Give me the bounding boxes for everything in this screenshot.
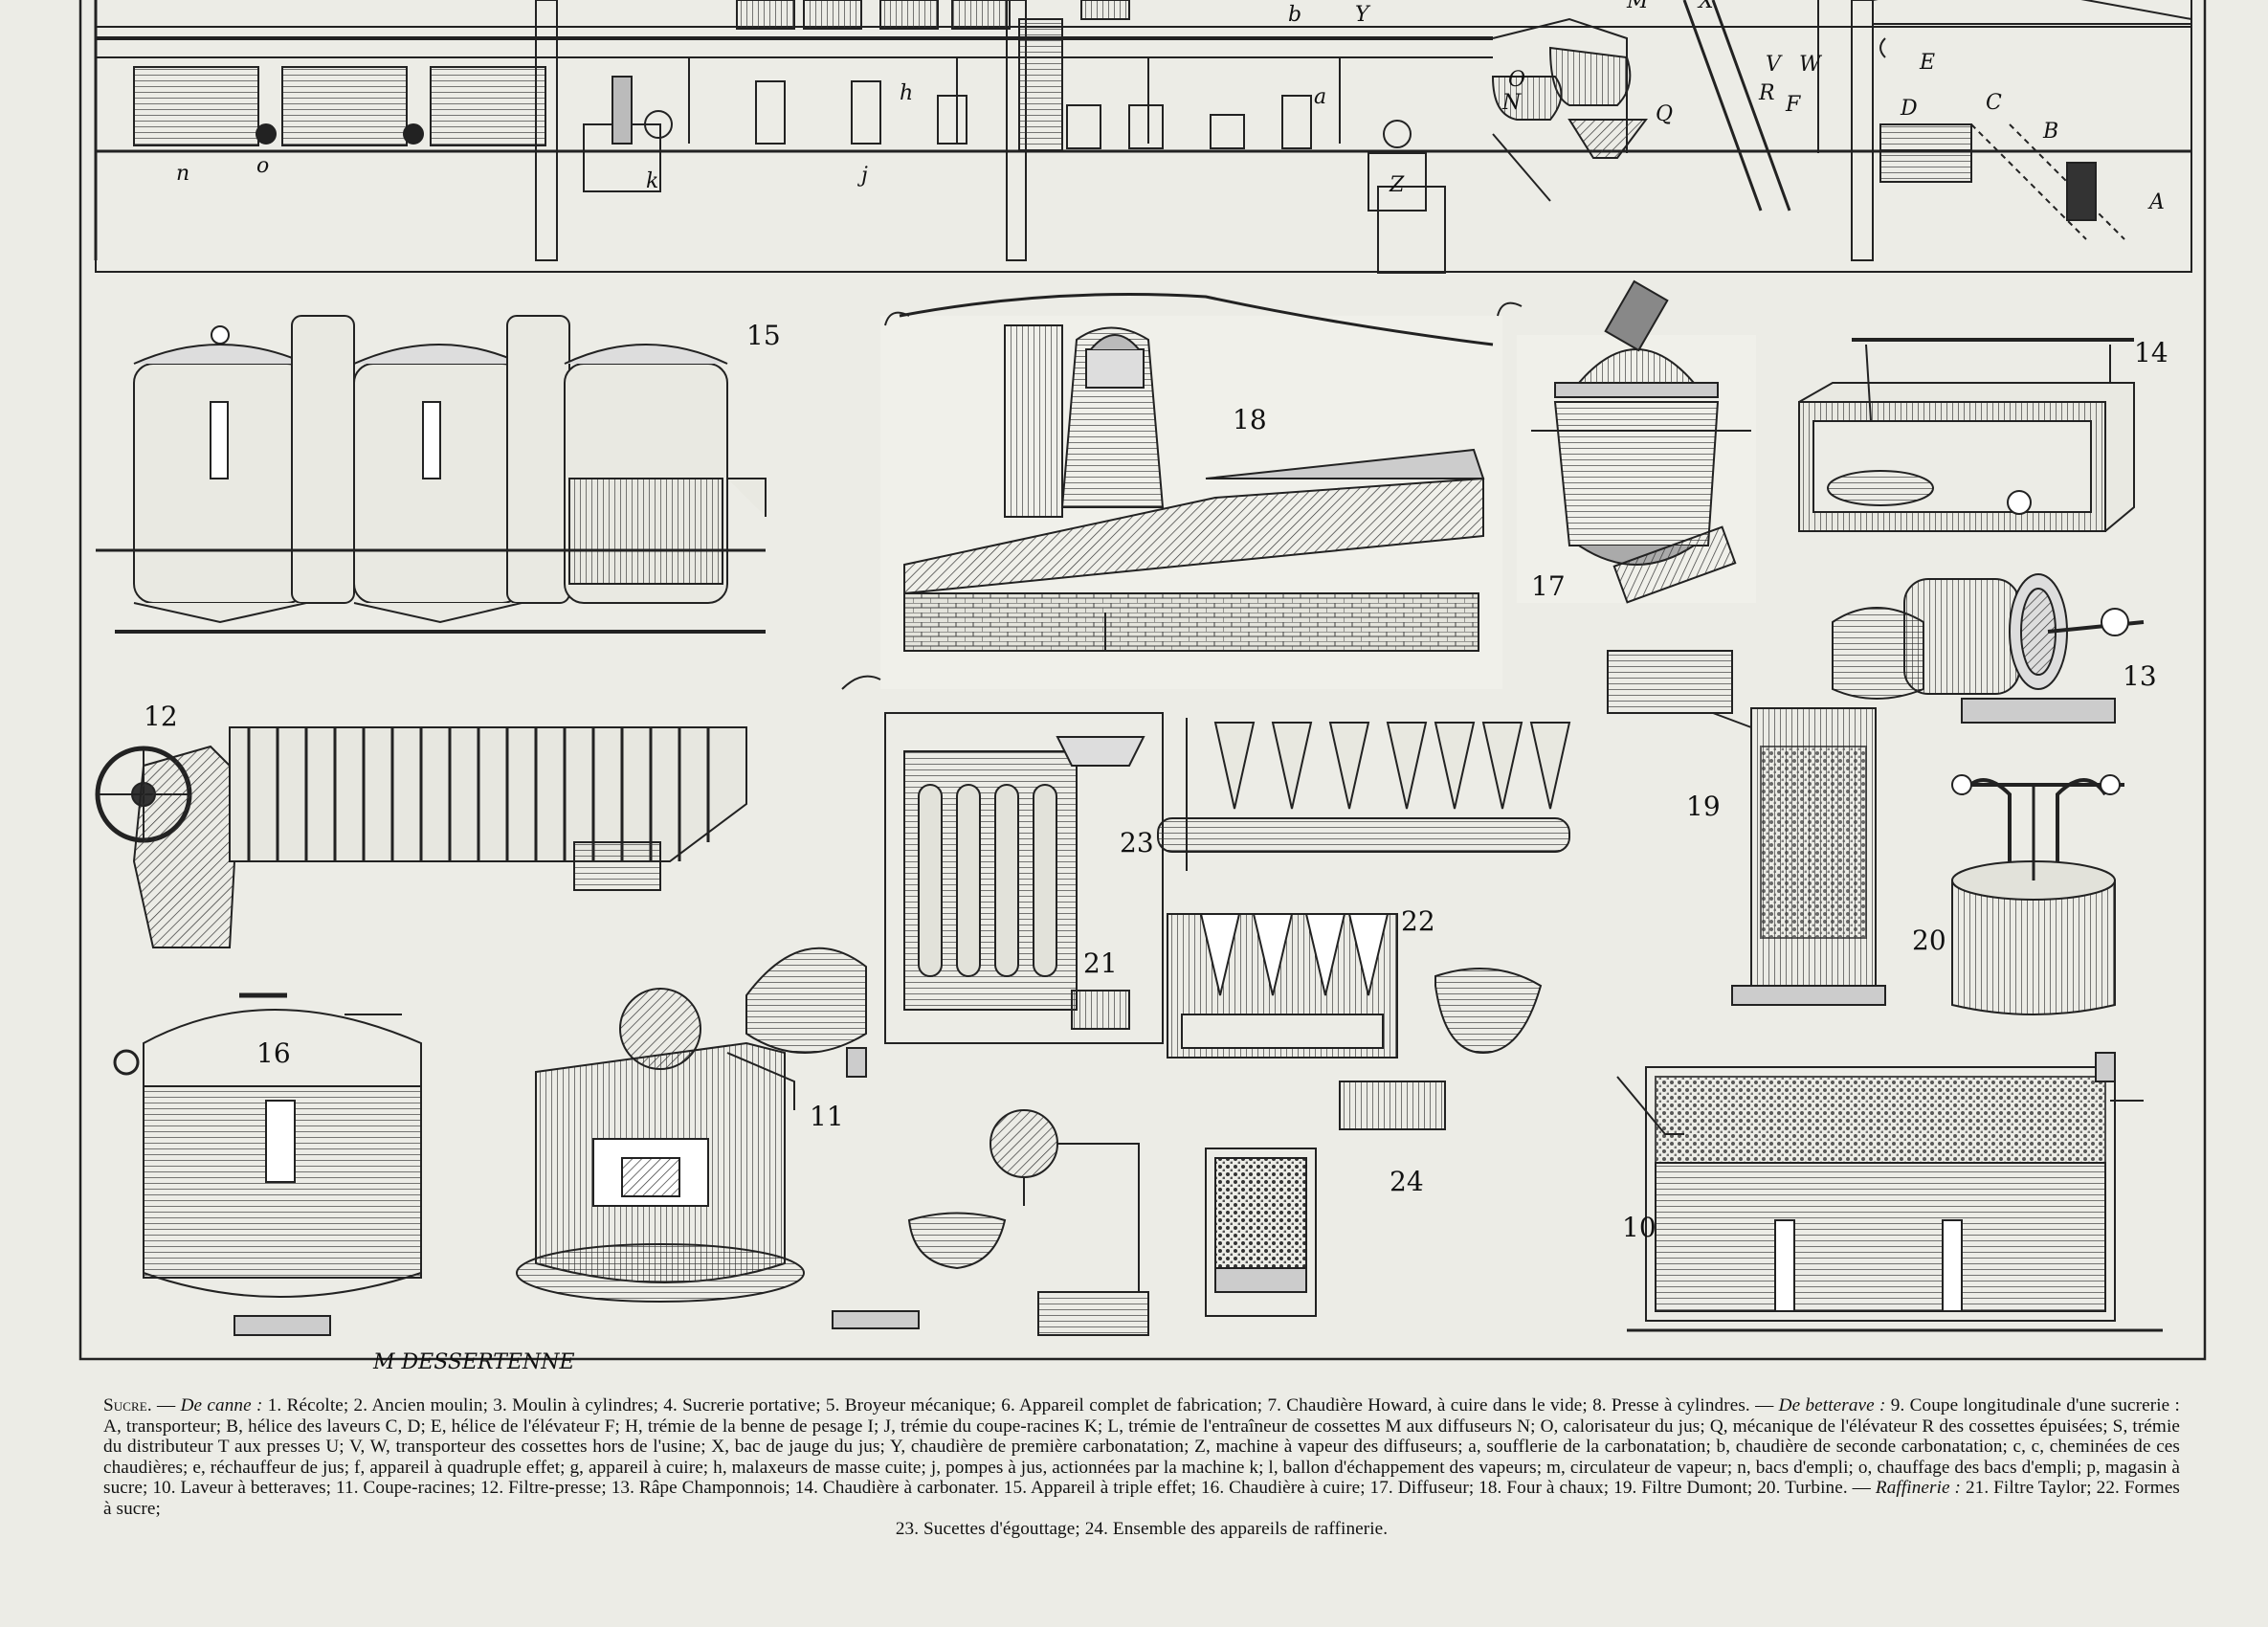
filter-press-figure [95,726,747,948]
diffuser-figure [1517,279,1756,604]
engraver-signature: M DESSERTENNE [372,1350,575,1374]
triple-effect-figure [96,315,767,634]
letter-B: B [2042,120,2058,144]
figure-number-10: 10 [1622,1212,1657,1243]
refinery-apparatus-figure [832,1081,1446,1336]
letter-A: A [2147,190,2165,214]
figure-number-17: 17 [1531,570,1566,602]
sugar-moulds-figure [1167,913,1543,1059]
root-cutter-figure [516,947,867,1303]
figure-number-11: 11 [810,1101,844,1132]
caption-refinery-label: Raffinerie : [1875,1478,1962,1498]
figure-number-24: 24 [1390,1166,1424,1197]
letter-o: o [256,154,269,178]
letter-W: W [1799,53,1823,77]
figure-number-13: 13 [2123,660,2157,692]
figure-number-18: 18 [1233,404,1267,435]
figure-number-22: 22 [1401,905,1435,937]
carbonation-boiler-figure [1798,338,2135,532]
letter-n: n [176,162,189,186]
caption-last-line: 23. Sucettes d'égouttage; 24. Ensemble d… [895,1519,1389,1539]
figure-number-12: 12 [144,701,178,732]
figure-number-20: 20 [1912,925,1946,956]
dumont-filter-figure [1607,650,1886,1006]
figure-number-19: 19 [1686,791,1721,822]
letter-a: a [1314,85,1326,109]
letter-E: E [1919,51,1935,75]
letter-h: h [900,81,913,105]
lime-kiln-figure [841,293,1523,690]
letter-k: k [646,169,658,193]
caption-lead: Sucre. [103,1395,152,1415]
figure-number-21: 21 [1083,947,1118,979]
letter-j: j [856,164,868,188]
figure-number-15: 15 [746,320,781,351]
grater-figure [1832,573,2145,724]
figure-numbers: 10 11 12 13 14 15 16 17 18 19 20 21 22 2… [144,320,2168,1243]
letter-V: V [1766,53,1783,77]
letter-D: D [1900,97,1918,121]
letter-b: b [1288,3,1301,27]
centrifuge-figure [1951,774,2124,1015]
letter-O: O [1508,68,1525,92]
letter-Q: Q [1656,102,1673,126]
letter-R: R [1758,81,1775,105]
caption-beet-text: 9. Coupe longitudinale d'une sucrerie : … [103,1395,2181,1498]
caption-cane-text: 1. Récolte; 2. Ancien moulin; 3. Moulin … [267,1395,1774,1415]
vacuum-pan-figure [113,992,422,1336]
letter-Z: Z [1389,173,1405,197]
caption-cane-label: De canne : [180,1395,263,1415]
figure-number-14: 14 [2134,337,2168,368]
beet-washer-figure [1616,1052,2163,1332]
caption-refinery-text: 21. Filtre Taylor; 22. Formes à sucre; [103,1478,2180,1519]
letter-N: N [1501,91,1522,115]
plate-caption: Sucre. — De canne : 1. Récolte; 2. Ancie… [103,1395,2181,1539]
letter-C: C [1986,91,2002,115]
figure-number-23: 23 [1120,827,1154,858]
draining-cones-figure [1157,718,1571,871]
factory-section-figure [94,0,2192,274]
taylor-filter-figure [884,712,1164,1044]
caption-beet-label: De betterave : [1778,1395,1886,1415]
letter-F: F [1785,93,1801,117]
letter-M: M [1626,0,1649,13]
letter-Y: Y [1355,3,1371,27]
figure-number-16: 16 [256,1037,291,1069]
letter-X: X [1697,0,1715,13]
